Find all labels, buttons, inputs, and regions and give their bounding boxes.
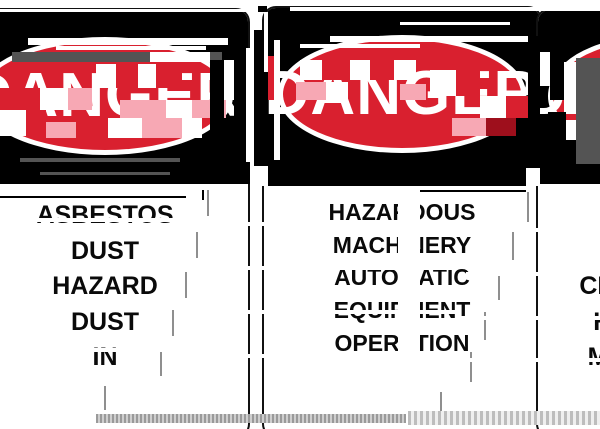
danger-sign-left: DANGER ASBESTOS DUST HAZARD DUST IN	[0, 8, 250, 429]
sign-line: STAY	[550, 198, 600, 234]
sign-line: CRUSHING	[579, 272, 600, 300]
danger-sign-right: DANGER STAY AWAY CRUSHING HAZARD MACHINE	[536, 8, 600, 429]
sign-line: AUTOMATIC	[334, 264, 470, 291]
danger-oval-left: DANGER	[0, 37, 241, 155]
sign-line: DUST	[70, 307, 140, 336]
sign-line: ASBESTOS	[36, 201, 174, 229]
sign-line: OPERATION	[334, 329, 470, 356]
sign-line: HAZARD	[52, 272, 158, 300]
sign-line: DUST	[70, 236, 140, 265]
sign-line: HAZARD	[550, 305, 600, 341]
sign-line: MACHINE	[550, 340, 600, 376]
sign-header-center: DANGER	[264, 8, 540, 180]
sign-line: IN	[92, 343, 118, 371]
sign-line: HAZARDOUS	[328, 199, 476, 225]
sign-body-center: HAZARDOUS MACHINERY AUTOMATIC EQUIPMENT …	[264, 180, 540, 369]
sign-line: EQUIPMENT	[333, 296, 471, 323]
sign-line: MACHINERY	[332, 231, 472, 258]
danger-sign-center: DANGER HAZARDOUS MACHINERY AUTOMATIC EQU…	[262, 6, 542, 429]
danger-oval-right: DANGER	[538, 37, 600, 155]
sign-header-right: DANGER	[538, 10, 600, 182]
sign-body-left: ASBESTOS DUST HAZARD DUST IN	[0, 182, 248, 386]
sign-body-right: STAY AWAY CRUSHING HAZARD MACHINE	[538, 182, 600, 386]
danger-word-center: DANGER	[264, 59, 540, 128]
danger-oval-center: DANGER	[265, 35, 538, 153]
sign-line: AWAY	[550, 234, 600, 270]
danger-word-right: DANGER	[538, 69, 600, 123]
danger-word-left: DANGER	[0, 61, 243, 130]
sign-header-left: DANGER	[0, 10, 248, 182]
